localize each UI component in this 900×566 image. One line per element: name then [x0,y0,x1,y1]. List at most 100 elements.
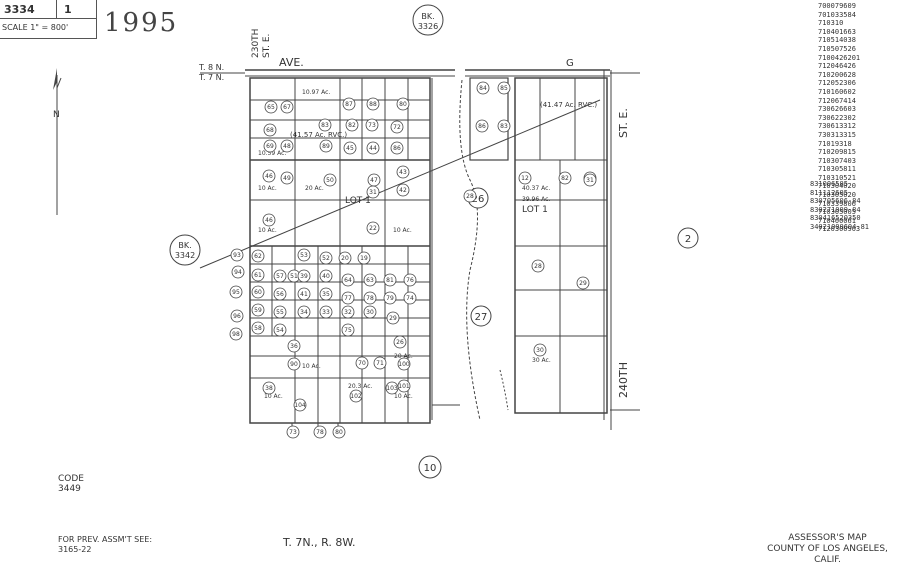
township-range-label: T. 7N., R. 8W. [283,536,356,549]
svg-text:31: 31 [586,177,594,184]
svg-text:28: 28 [466,193,474,200]
svg-text:88: 88 [369,101,377,108]
prev-assessment-line2: 3165-22 [58,545,92,554]
svg-text:26: 26 [396,339,404,346]
svg-text:87: 87 [345,101,353,108]
code-value: 3449 [58,484,81,494]
svg-text:82: 82 [348,122,356,129]
svg-text:89: 89 [322,143,330,150]
parcel-marker: 12 [518,171,532,185]
svg-text:3326: 3326 [418,22,438,31]
svg-text:20: 20 [341,255,349,262]
parcel-marker: 22 [366,221,380,235]
parcel-marker: 46 [262,213,276,227]
parcel-marker: 87 [342,97,356,111]
street-ave-top: AVE. [279,56,304,69]
svg-text:56: 56 [276,291,284,298]
code-list-entry: 710514038 [818,36,856,45]
code-list-entry: 830705606-84 [810,197,861,206]
acre-label: 10.59 Ac. [258,150,286,157]
svg-text:62: 62 [254,253,262,260]
code-list-entry: 701033584 [818,10,856,19]
svg-text:60: 60 [254,289,262,296]
code-list-entry: 710304020 [818,182,856,191]
parcel-marker: 31 [366,185,380,199]
svg-text:58: 58 [254,325,262,332]
code-list-entry: 710339806 [818,199,856,208]
parcel-marker: 29 [576,276,590,290]
lot1-right: LOT 1 [522,205,548,215]
street-230th: 230TH [251,29,261,58]
parcel-marker: 78 [363,291,377,305]
parcel-marker: 104 [293,398,307,412]
parcel-marker: 68 [263,123,277,137]
parcel-marker: 71 [373,356,387,370]
rvc-left: (41.57 Ac. RVC.) [290,131,347,139]
parcel-marker: 28 [531,259,545,273]
parcel-marker: 67 [280,100,294,114]
svg-text:28: 28 [534,263,542,270]
parcel-marker: 40 [319,269,333,283]
parcel-marker: 32 [341,305,355,319]
svg-text:31: 31 [369,189,377,196]
parcel-marker: 100 [397,357,411,371]
parcel-marker: 55 [273,305,287,319]
prev-assessment-line1: FOR PREV. ASSM'T SEE: [58,535,153,544]
parcel-marker: 49 [280,171,294,185]
code-list-entry: 710305020 [818,191,856,200]
svg-text:54: 54 [276,327,284,334]
parcel-marker: 76 [403,273,417,287]
svg-text:74: 74 [406,295,414,302]
acre-label: 20.3 Ac. [348,383,373,390]
acre-label: 10 Ac. [258,185,277,192]
code-list-entry: 710310521 [818,173,856,182]
svg-text:39: 39 [300,273,308,280]
parcel-marker: 54 [273,323,287,337]
parcel-marker: 88 [366,97,380,111]
acre-label: 10 Ac. [302,363,321,370]
svg-text:19: 19 [360,255,368,262]
parcel-marker: 102 [349,389,363,403]
svg-text:63: 63 [366,277,374,284]
parcel-marker: 77 [341,291,355,305]
svg-text:65: 65 [267,104,275,111]
svg-text:77: 77 [344,295,352,302]
parcel-marker: 74 [403,291,417,305]
street-st-e-right: ST. E. [617,108,630,138]
svg-text:104: 104 [294,402,306,409]
parcel-marker: 36 [287,339,301,353]
svg-text:BK.: BK. [178,241,191,250]
svg-text:103: 103 [386,385,398,392]
svg-text:10: 10 [424,463,437,474]
svg-text:46: 46 [265,217,273,224]
svg-text:29: 29 [389,315,397,322]
parcel-marker: 41 [297,287,311,301]
parcel-10-marker: 10 [418,455,442,479]
svg-text:46: 46 [265,173,273,180]
parcel-marker: 38 [262,381,276,395]
svg-text:78: 78 [366,295,374,302]
svg-text:57: 57 [276,273,284,280]
township-t8n: T. 8 N. [198,63,224,72]
parcel-marker: 90 [287,357,301,371]
parcel-marker: 45 [343,141,357,155]
parcel-marker: 69 [263,139,277,153]
parcel-marker: 78 [313,425,327,439]
parcel-marker: 95 [229,285,243,299]
parcel-2-marker: 2 [677,227,699,249]
acre-label: 10 Ac. [393,227,412,234]
parcel-marker: 70 [355,356,369,370]
svg-text:44: 44 [369,145,377,152]
code-list-entry: 710400061 [818,216,856,225]
parcel-marker: 58 [251,321,265,335]
street-240th: 240TH [617,362,630,398]
svg-text:52: 52 [322,255,330,262]
lot1-left: LOT 1 [345,196,371,206]
svg-text:90: 90 [290,361,298,368]
code-list-entry: 710200628 [818,70,856,79]
code-list-entry: 710305811 [818,165,856,174]
svg-text:78: 78 [316,429,324,436]
